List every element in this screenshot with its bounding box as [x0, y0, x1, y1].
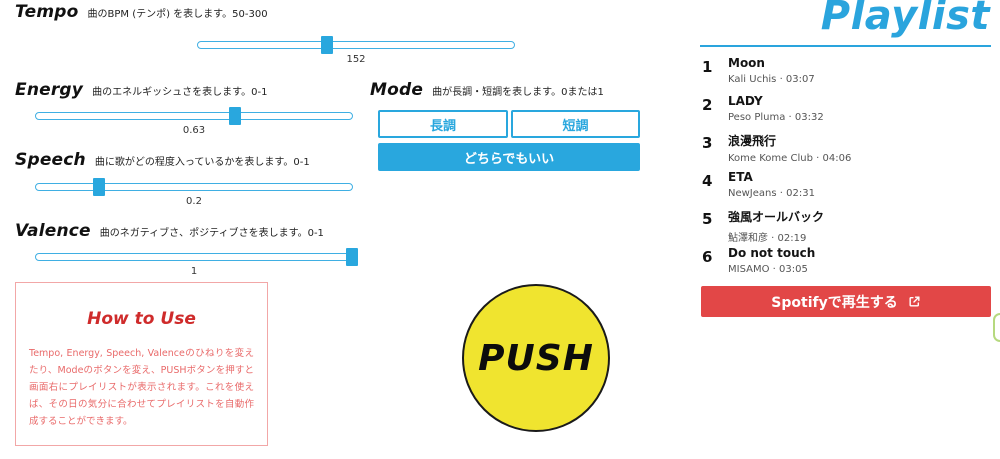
- track-number: 3: [702, 134, 713, 152]
- track-title: ETA: [728, 170, 753, 184]
- speech-slider-value: 0.2: [186, 196, 202, 207]
- track-meta: Kali Uchis · 03:07: [728, 74, 815, 85]
- tempo-description: 曲のBPM (テンポ) を表します。50-300: [87, 9, 268, 20]
- push-button[interactable]: PUSH: [462, 284, 610, 432]
- mode-minor-button[interactable]: 短調: [511, 110, 640, 138]
- track-title: 浪漫飛行: [728, 134, 777, 148]
- spotify-play-label: Spotifyで再生する: [771, 294, 898, 311]
- track-number: 5: [702, 210, 713, 228]
- energy-slider[interactable]: [35, 107, 353, 125]
- energy-section-header: Energy 曲のエネルギッシュさを表します。0-1: [15, 80, 267, 100]
- tempo-slider[interactable]: [197, 36, 515, 54]
- speech-slider-thumb[interactable]: [93, 178, 106, 196]
- track-title: Do not touch: [728, 246, 816, 260]
- track-title: Moon: [728, 56, 765, 70]
- clipped-green-shape: [993, 313, 1000, 342]
- track-meta: Kome Kome Club · 04:06: [728, 153, 852, 164]
- valence-slider-thumb[interactable]: [346, 248, 358, 266]
- valence-title: Valence: [15, 221, 91, 241]
- playlist-item: 5 強風オールバック 鮎澤和彦 · 02:19: [702, 208, 990, 244]
- tempo-section-header: Tempo 曲のBPM (テンポ) を表します。50-300: [15, 2, 268, 22]
- valence-slider-value: 1: [190, 266, 198, 277]
- track-title: 強風オールバック: [728, 210, 825, 224]
- mode-major-button[interactable]: 長調: [378, 110, 508, 138]
- track-title: LADY: [728, 94, 763, 108]
- how-to-use-panel: How to Use Tempo, Energy, Speech, Valenc…: [15, 282, 268, 446]
- energy-slider-thumb[interactable]: [229, 107, 242, 125]
- external-link-icon: [908, 295, 921, 308]
- track-meta: 鮎澤和彦 · 02:19: [728, 233, 807, 244]
- spotify-play-button[interactable]: Spotifyで再生する: [701, 286, 991, 317]
- tempo-slider-value: 152: [346, 54, 366, 65]
- track-meta: Peso Pluma · 03:32: [728, 112, 824, 123]
- valence-slider[interactable]: [35, 248, 358, 266]
- tempo-slider-thumb[interactable]: [320, 36, 333, 54]
- speech-slider[interactable]: [35, 178, 353, 196]
- energy-title: Energy: [15, 80, 84, 100]
- speech-title: Speech: [15, 150, 86, 170]
- playlist-item: 2 LADY Peso Pluma · 03:32: [702, 94, 990, 123]
- valence-description: 曲のネガティブさ、ポジティブさを表します。0-1: [99, 228, 324, 239]
- mode-section-header: Mode 曲が長調・短調を表します。0または1: [370, 80, 604, 100]
- mode-either-button[interactable]: どちらでもいい: [378, 143, 640, 171]
- energy-description: 曲のエネルギッシュさを表します。0-1: [92, 87, 268, 98]
- playlist-item: 6 Do not touch MISAMO · 03:05: [702, 246, 990, 275]
- how-to-use-body: Tempo, Energy, Speech, Valenceのひねりを変えたり、…: [29, 348, 254, 427]
- track-number: 1: [702, 58, 713, 76]
- tempo-title: Tempo: [15, 2, 79, 22]
- playlist-item: 4 ETA NewJeans · 02:31: [702, 170, 990, 199]
- track-meta: MISAMO · 03:05: [728, 264, 808, 275]
- track-number: 6: [702, 248, 713, 266]
- speech-description: 曲に歌がどの程度入っているかを表します。0-1: [94, 157, 310, 168]
- valence-section-header: Valence 曲のネガティブさ、ポジティブさを表します。0-1: [15, 221, 324, 241]
- track-number: 4: [702, 172, 713, 190]
- playlist-item: 3 浪漫飛行 Kome Kome Club · 04:06: [702, 132, 990, 164]
- playlist-title: Playlist: [820, 0, 990, 39]
- playlist-divider: [700, 45, 991, 47]
- playlist-item: 1 Moon Kali Uchis · 03:07: [702, 56, 990, 85]
- how-to-use-title: How to Use: [87, 309, 196, 329]
- track-number: 2: [702, 96, 713, 114]
- mode-description: 曲が長調・短調を表します。0または1: [432, 87, 604, 98]
- energy-slider-value: 0.63: [182, 125, 206, 136]
- speech-section-header: Speech 曲に歌がどの程度入っているかを表します。0-1: [15, 150, 310, 170]
- track-meta: NewJeans · 02:31: [728, 188, 815, 199]
- mode-title: Mode: [370, 80, 424, 100]
